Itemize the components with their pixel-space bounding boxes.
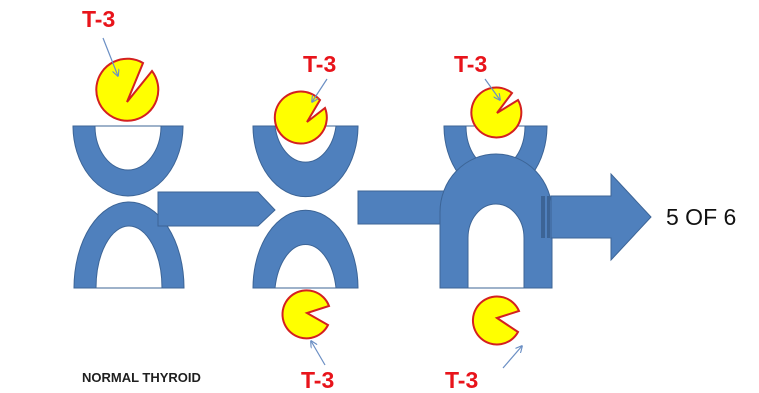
- receptor-top-stage-1: [72, 125, 184, 197]
- arrow-1: [157, 191, 276, 227]
- step-counter: 5 OF 6: [666, 204, 736, 230]
- t3-pointer-stage-3-bottom: [502, 346, 522, 369]
- stage-3: T-3 T-3: [439, 51, 553, 393]
- big-arrow-stripe-1: [541, 196, 545, 238]
- t3-hormone-stage-3-bottom: [471, 295, 521, 346]
- t3-pointer-stage-1-top: [102, 37, 118, 76]
- t3-pointer-stage-3-top: [484, 78, 500, 100]
- t3-label-stage-2-top: T-3: [303, 51, 336, 77]
- t3-pointer-stage-2-top: [312, 78, 328, 102]
- t3-label-stage-3-top: T-3: [454, 51, 487, 77]
- stage-2: T-3 T-3: [252, 51, 359, 393]
- t3-label-stage-2-bottom: T-3: [301, 367, 334, 393]
- big-arrow-stripe-2: [547, 196, 550, 238]
- t3-label-stage-1-top: T-3: [82, 6, 115, 32]
- t3-hormone-stage-2-top: [273, 90, 328, 145]
- t3-hormone-stage-2-bottom: [281, 289, 331, 340]
- t3-hormone-stage-1-top: [95, 57, 160, 122]
- big-arrow-body: [550, 172, 652, 262]
- t3-pointer-stage-2-bottom: [311, 341, 326, 366]
- receptor-bottom-stage-2: [252, 209, 359, 289]
- stage-1: T-3: [72, 6, 185, 289]
- receptor-top-stage-2: [252, 125, 359, 198]
- diagram-caption: NORMAL THYROID: [82, 370, 201, 385]
- receptor-bottom-stage-1: [73, 201, 185, 289]
- receptor-bottom-stage-3: [439, 153, 553, 289]
- t3-label-stage-3-bottom: T-3: [445, 367, 478, 393]
- big-arrow: [541, 172, 652, 262]
- t3-hormone-stage-3-top: [470, 86, 523, 139]
